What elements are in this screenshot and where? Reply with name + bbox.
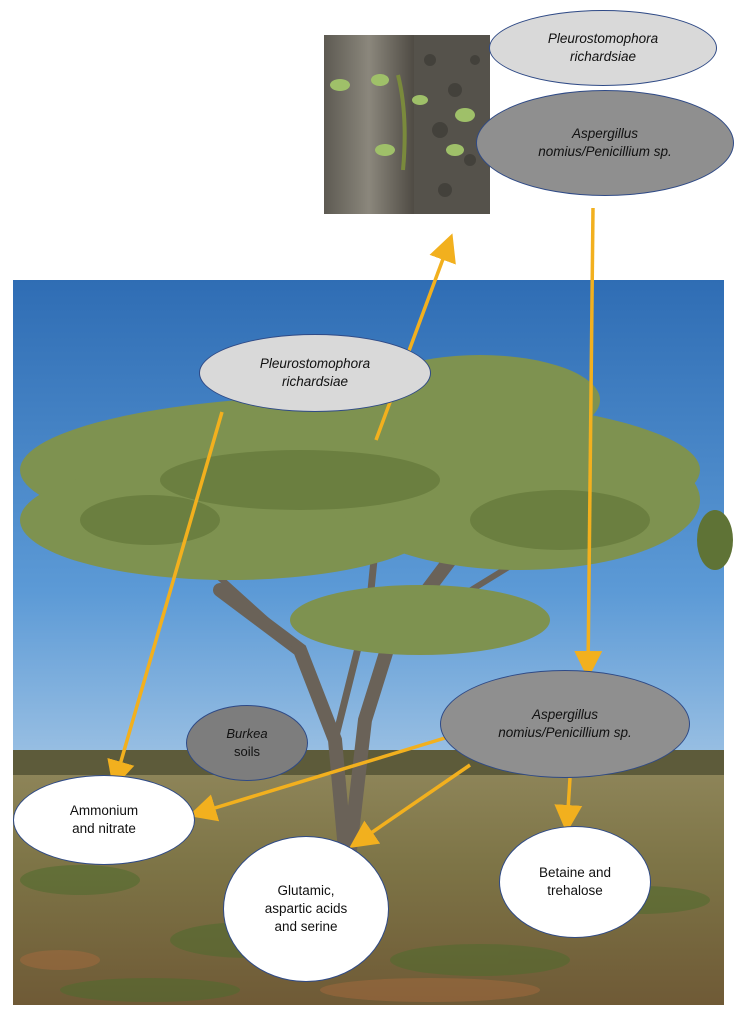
arrow-asper-to-ammonium xyxy=(188,736,446,822)
node-betaine-trehalose: Betaine and trehalose xyxy=(499,826,651,938)
arrow-top-asper-to-mid-asper xyxy=(574,207,603,679)
node-label-line: nomius/Penicillium sp. xyxy=(498,725,632,740)
node-label-line: Betaine and xyxy=(538,864,612,880)
node-label-line: and serine xyxy=(274,919,338,935)
node-label-line: and nitrate xyxy=(72,821,136,836)
node-label-line: Pleurostomophora xyxy=(547,30,659,46)
tree-photo xyxy=(13,280,733,1005)
node-label-line: trehalose xyxy=(547,883,603,898)
node-label-line: Ammonium xyxy=(69,802,139,818)
arrow-asper-to-glutamic xyxy=(349,763,471,848)
node-label-line: richardsiae xyxy=(569,49,636,64)
node-glutamic-aspartic-serine: Glutamic, aspartic acids and serine xyxy=(223,836,389,982)
node-label-line: richardsiae xyxy=(281,374,348,389)
bark-photo xyxy=(324,35,490,214)
node-mid-aspergillus: Aspergillus nomius/Penicillium sp. xyxy=(440,670,690,778)
arrow-asper-to-betaine xyxy=(554,777,583,833)
node-ammonium-nitrate: Ammonium and nitrate xyxy=(13,775,195,865)
node-label-line: Burkea xyxy=(226,726,268,742)
arrows xyxy=(107,207,603,848)
arrow-mid-pleuro-to-ammonium xyxy=(107,411,224,789)
node-label-line: nomius/Penicillium sp. xyxy=(538,144,672,159)
node-burkea-soils: Burkea soils xyxy=(186,705,308,781)
node-top-pleurostomophora: Pleurostomophora richardsiae xyxy=(489,10,717,86)
node-mid-pleurostomophora: Pleurostomophora richardsiae xyxy=(199,334,431,412)
node-label-line: Aspergillus xyxy=(571,125,639,141)
node-label-line: aspartic acids xyxy=(264,900,348,916)
node-label-line: soils xyxy=(233,744,260,759)
node-label-line: Glutamic, xyxy=(277,882,335,898)
arrow-mid-pleuro-to-top xyxy=(374,233,456,441)
node-top-aspergillus: Aspergillus nomius/Penicillium sp. xyxy=(476,90,734,196)
node-label-line: Pleurostomophora xyxy=(259,355,371,371)
node-label-line: Aspergillus xyxy=(531,706,599,722)
